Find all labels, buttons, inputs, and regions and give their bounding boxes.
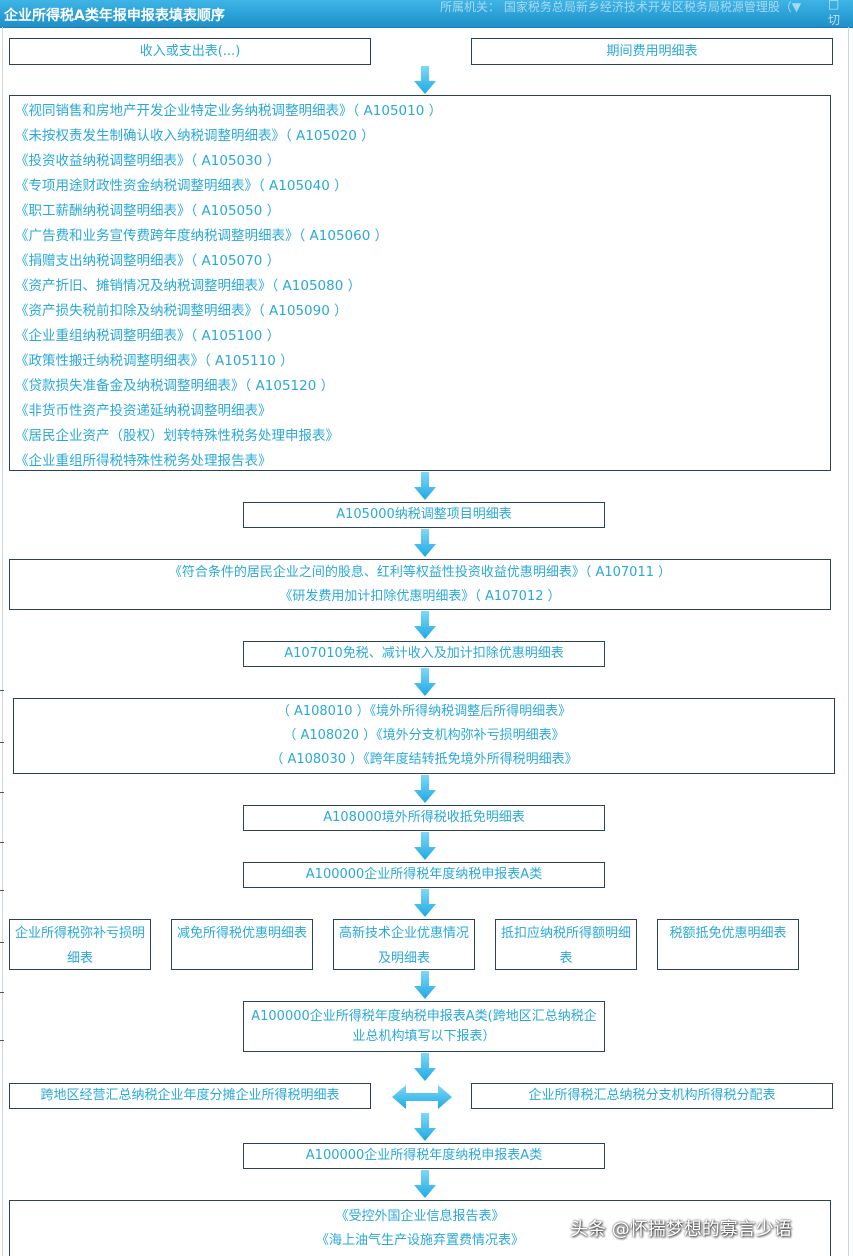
list-item[interactable]: （ A108010 ）《境外所得纳税调整后所得明细表》 (276, 704, 572, 719)
list-item[interactable]: 《政策性搬迁纳税调整明细表》（ A105110 ） (15, 353, 294, 369)
a108000-box[interactable]: A108000境外所得税收抵免明细表 (243, 805, 605, 831)
down-arrow-icon (414, 1053, 436, 1081)
a100000-final-label: A100000企业所得税年度纳税申报表A类 (305, 1148, 543, 1163)
list-item[interactable]: 《未按权责发生制确认收入纳税调整明细表》（ A105020 ） (15, 128, 375, 144)
loss-offset-box[interactable]: 企业所得税弥补亏损明细表 (9, 919, 151, 970)
list-item[interactable]: 《企业重组纳税调整明细表》（ A105100 ） (15, 328, 281, 344)
list-item[interactable]: （ A108030 ）《跨年度结转抵免境外所得税明细表》 (270, 752, 578, 767)
window-title: 企业所得税A类年报申报表填表顺序 (4, 8, 225, 24)
a100000-cross-label: A100000企业所得税年度纳税申报表A类(跨地区汇总纳税企业总机构填写以下报表… (251, 1008, 597, 1044)
overseas-list-box: （ A108010 ）《境外所得纳税调整后所得明细表》 （ A108020 ）《… (13, 698, 835, 774)
a107010-box[interactable]: A107010免税、减计收入及加计扣除优惠明细表 (243, 641, 605, 667)
faded-header-text: 所属机关： 国家税务总局新乡经济技术开发区税务局税源管理股（▼ (440, 0, 802, 14)
watermark-text: 头条 @怀揣梦想的寡言少语 (570, 1219, 792, 1240)
list-item[interactable]: 《投资收益纳税调整明细表》（ A105030 ） (15, 153, 281, 169)
list-item[interactable]: 《贷款损失准备金及纳税调整明细表》（ A105120 ） (15, 378, 335, 394)
preferential-list-box: 《符合条件的居民企业之间的股息、红利等权益性投资收益优惠明细表》（ A10701… (9, 559, 831, 610)
final-list-box: 《受控外国企业信息报告表》 《海上油气生产设施弃置费情况表》 (9, 1200, 831, 1256)
list-item[interactable]: 《资产折旧、摊销情况及纳税调整明细表》（ A105080 ） (15, 278, 362, 294)
credit-box[interactable]: 税额抵免优惠明细表 (657, 919, 799, 970)
list-item[interactable]: 《研发费用加计扣除优惠明细表》（ A107012 ） (279, 588, 561, 604)
a105000-label: A105000纳税调整项目明细表 (336, 507, 512, 522)
list-item[interactable]: 《符合条件的居民企业之间的股息、红利等权益性投资收益优惠明细表》（ A10701… (168, 564, 672, 580)
cross-region-allocation-label: 跨地区经营汇总纳税企业年度分摊企业所得税明细表 (40, 1088, 340, 1103)
down-arrow-icon (414, 1170, 436, 1198)
list-item[interactable]: 《广告费和业务宣传费跨年度纳税调整明细表》（ A105060 ） (15, 228, 389, 244)
double-arrow-icon (392, 1085, 452, 1109)
down-arrow-icon (414, 1113, 436, 1141)
down-arrow-icon (414, 611, 436, 639)
down-arrow-icon (414, 832, 436, 860)
window-titlebar: 企业所得税A类年报申报表填表顺序 所属机关： 国家税务总局新乡经济技术开发区税务… (0, 0, 853, 28)
window-corner-icon[interactable]: □ 切 (828, 0, 841, 27)
a108000-label: A108000境外所得税收抵免明细表 (323, 810, 525, 825)
period-expense-box[interactable]: 期间费用明细表 (471, 38, 833, 65)
down-arrow-icon (414, 472, 436, 500)
list-item[interactable]: 《海上油气生产设施弃置费情况表》 (315, 1232, 524, 1248)
deduction-label: 抵扣应纳税所得额明细表 (500, 926, 631, 966)
a100000-label: A100000企业所得税年度纳税申报表A类 (305, 867, 543, 882)
a107010-label: A107010免税、减计收入及加计扣除优惠明细表 (284, 646, 564, 661)
tax-reduction-box[interactable]: 减免所得税优惠明细表 (171, 919, 313, 970)
branch-distribution-label: 企业所得税汇总纳税分支机构所得税分配表 (528, 1088, 776, 1103)
list-item[interactable]: 《视同销售和房地产开发企业特定业务纳税调整明细表》（ A105010 ） (15, 103, 443, 119)
cross-region-allocation-box[interactable]: 跨地区经营汇总纳税企业年度分摊企业所得税明细表 (9, 1083, 371, 1109)
adjustment-list-box: 《视同销售和房地产开发企业特定业务纳税调整明细表》（ A105010 ） 《未按… (9, 95, 831, 471)
down-arrow-icon (414, 529, 436, 557)
a105000-box[interactable]: A105000纳税调整项目明细表 (243, 502, 605, 528)
down-arrow-icon (414, 668, 436, 696)
list-item[interactable]: 《专项用途财政性资金纳税调整明细表》（ A105040 ） (15, 178, 348, 194)
deduction-box[interactable]: 抵扣应纳税所得额明细表 (495, 919, 637, 970)
income-expense-label: 收入或支出表(...) (139, 43, 241, 59)
content-frame (2, 27, 849, 1256)
list-item[interactable]: 《企业重组所得税特殊性税务处理报告表》 (15, 453, 272, 469)
branch-distribution-box[interactable]: 企业所得税汇总纳税分支机构所得税分配表 (471, 1083, 833, 1109)
credit-label: 税额抵免优惠明细表 (669, 926, 787, 941)
a100000-cross-box[interactable]: A100000企业所得税年度纳税申报表A类(跨地区汇总纳税企业总机构填写以下报表… (243, 1001, 605, 1052)
high-tech-label: 高新技术企业优惠情况及明细表 (338, 926, 469, 966)
down-arrow-icon (414, 775, 436, 803)
period-expense-label: 期间费用明细表 (606, 43, 698, 59)
list-item[interactable]: （ A108020 ）《境外分支机构弥补亏损明细表》 (283, 728, 565, 743)
list-item[interactable]: 《捐赠支出纳税调整明细表》（ A105070 ） (15, 253, 281, 269)
tax-reduction-label: 减免所得税优惠明细表 (176, 926, 307, 941)
list-item[interactable]: 《资产损失税前扣除及纳税调整明细表》（ A105090 ） (15, 303, 348, 319)
list-item[interactable]: 《职工薪酬纳税调整明细表》（ A105050 ） (15, 203, 281, 219)
list-item[interactable]: 《受控外国企业信息报告表》 (335, 1208, 505, 1224)
loss-offset-label: 企业所得税弥补亏损明细表 (14, 926, 145, 966)
down-arrow-icon (414, 971, 436, 999)
list-item[interactable]: 《居民企业资产（股权）划转特殊性税务处理申报表》 (15, 428, 339, 444)
income-expense-box[interactable]: 收入或支出表(...) (9, 38, 371, 65)
a100000-box[interactable]: A100000企业所得税年度纳税申报表A类 (243, 862, 605, 888)
list-item[interactable]: 《非货币性资产投资递延纳税调整明细表》 (15, 403, 272, 419)
a100000-final-box[interactable]: A100000企业所得税年度纳税申报表A类 (243, 1143, 605, 1169)
down-arrow-icon (414, 66, 436, 94)
high-tech-box[interactable]: 高新技术企业优惠情况及明细表 (333, 919, 475, 970)
down-arrow-icon (414, 889, 436, 917)
